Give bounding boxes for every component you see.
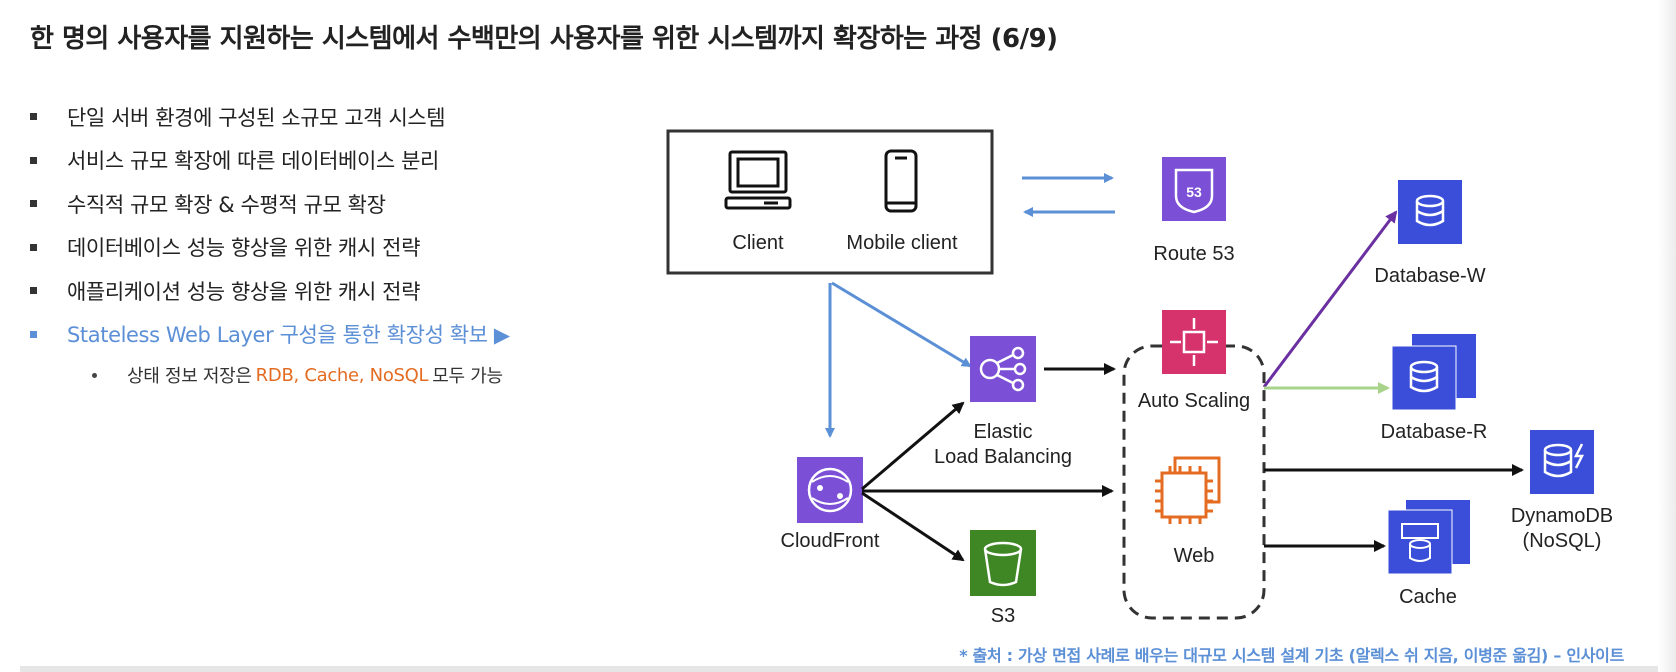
bullet-item: 서비스 규모 확장에 따른 데이터베이스 분리 [30, 139, 570, 183]
bullet-text: 데이터베이스 성능 향상을 위한 캐시 전략 [67, 236, 421, 261]
dynamodb-label-line2: (NoSQL) [1523, 530, 1602, 552]
bullet-marker [30, 287, 37, 295]
bullet-text: Stateless Web Layer 구성을 통한 확장성 확보 ▶ [67, 323, 510, 348]
bullet-text: 수직적 규모 확장 & 수평적 규모 확장 [67, 192, 386, 217]
elb-label-line1: Elastic [974, 421, 1033, 443]
sub-bullet-highlight: RDB, Cache, NoSQL [255, 364, 429, 386]
cache-icon [1387, 500, 1470, 575]
bullet-item-active: Stateless Web Layer 구성을 통한 확장성 확보 ▶ [30, 313, 570, 357]
mobile-client-label: Mobile client [846, 232, 958, 254]
bullet-marker [30, 330, 37, 338]
footer-divider [20, 666, 1676, 672]
bullet-item: 수직적 규모 확장 & 수평적 규모 확장 [30, 182, 570, 226]
source-citation: * 출처 : 가상 면접 사례로 배우는 대규모 시스템 설계 기초 (알렉스 … [959, 646, 1624, 665]
elb-label-line2: Load Balancing [934, 446, 1072, 468]
auto-scaling-label: Auto Scaling [1138, 390, 1250, 412]
database-r-label: Database-R [1381, 421, 1488, 443]
bullet-list: 단일 서버 환경에 구성된 소규모 고객 시스템 서비스 규모 확장에 따른 데… [30, 95, 570, 394]
arrow-cloudfront-to-s3 [861, 491, 965, 562]
page-edge-shadow [1658, 0, 1676, 672]
bullet-marker [30, 243, 37, 251]
dynamodb-icon [1530, 430, 1594, 494]
database-w-label: Database-W [1374, 265, 1485, 287]
bullet-marker [30, 200, 37, 208]
arrow-client-to-elb [831, 281, 972, 368]
cloudfront-label: CloudFront [781, 530, 880, 552]
sub-bullet-prefix: 상태 정보 저장은 [127, 366, 252, 387]
database-w-icon [1398, 180, 1462, 244]
route53-badge-text: 53 [1186, 184, 1202, 200]
bullet-item: 애플리케이션 성능 향상을 위한 캐시 전략 [30, 269, 570, 313]
ec2-instance-icon [1155, 456, 1221, 524]
client-group-box [666, 129, 994, 275]
mobile-phone-icon [884, 149, 918, 213]
bullet-text: 애플리케이션 성능 향상을 위한 캐시 전략 [67, 279, 421, 304]
dynamodb-label-line1: DynamoDB [1511, 505, 1613, 527]
cloudfront-icon [797, 457, 863, 523]
sub-bullet-marker [92, 372, 97, 378]
sub-bullet: 상태 정보 저장은 RDB, Cache, NoSQL 모두 가능 [92, 356, 570, 394]
arrow-web-to-database-w [1262, 210, 1398, 388]
bullet-marker [30, 156, 37, 164]
web-label: Web [1174, 545, 1215, 567]
client-label: Client [732, 232, 784, 254]
route53-icon: 53 [1162, 157, 1226, 221]
route53-label: Route 53 [1153, 243, 1234, 265]
auto-scaling-icon [1162, 310, 1226, 374]
bullet-text: 서비스 규모 확장에 따른 데이터베이스 분리 [67, 149, 439, 174]
bullet-text: 단일 서버 환경에 구성된 소규모 고객 시스템 [67, 105, 446, 130]
sub-bullet-suffix: 모두 가능 [432, 366, 503, 387]
arrow-cloudfront-to-elb [861, 401, 965, 491]
bullet-item: 데이터베이스 성능 향상을 위한 캐시 전략 [30, 226, 570, 270]
bullet-item: 단일 서버 환경에 구성된 소규모 고객 시스템 [30, 95, 570, 139]
s3-label: S3 [991, 605, 1015, 627]
cache-label: Cache [1399, 586, 1457, 608]
s3-bucket-icon [970, 530, 1036, 596]
page-title: 한 명의 사용자를 지원하는 시스템에서 수백만의 사용자를 위한 시스템까지 … [30, 24, 1058, 54]
database-r-icon [1391, 334, 1476, 411]
bullet-marker [30, 113, 37, 121]
load-balancer-icon [970, 336, 1036, 402]
laptop-icon [724, 150, 792, 210]
